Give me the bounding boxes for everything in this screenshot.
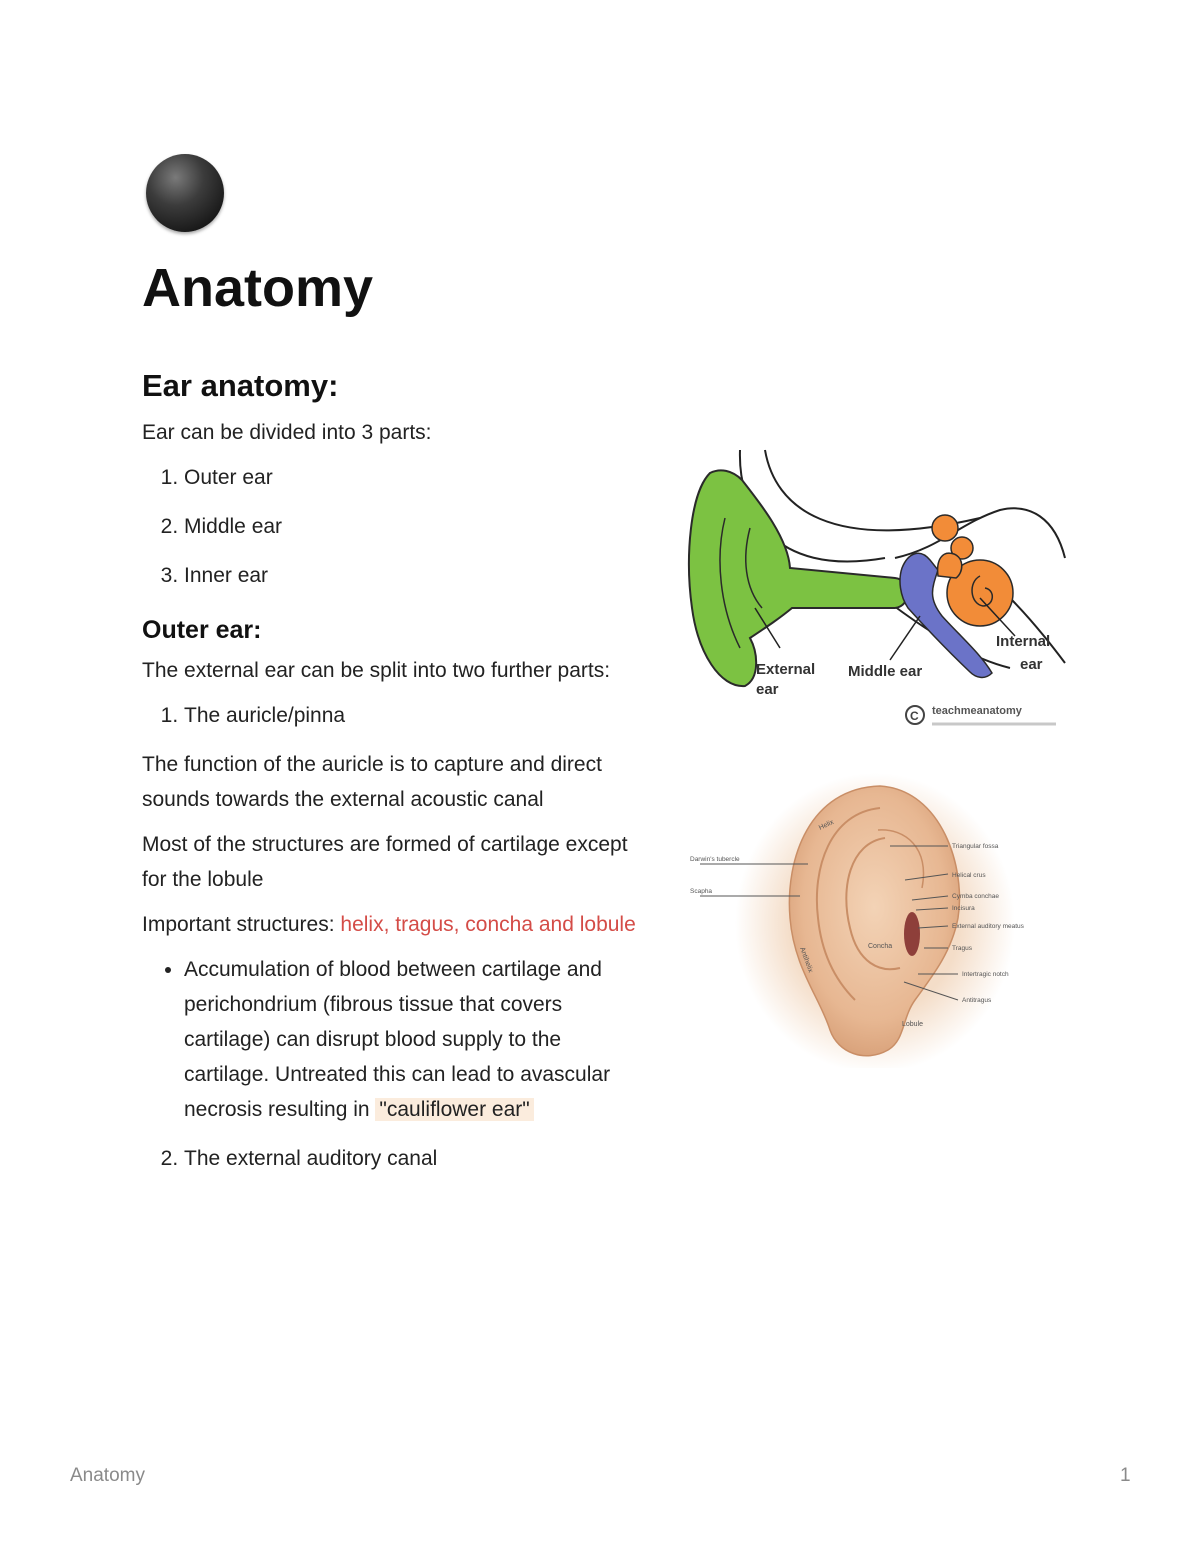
- label-internal-ear-2: ear: [1020, 656, 1043, 673]
- outer-ear-list-1: The auricle/pinna: [142, 698, 642, 733]
- brand-label: teachmeanatomy: [932, 705, 1023, 717]
- label-external-ear: External: [756, 661, 815, 678]
- important-structures-list: helix, tragus, concha and lobule: [340, 913, 636, 936]
- label-concha: Concha: [868, 943, 892, 950]
- svg-text:C: C: [910, 709, 919, 723]
- important-prefix: Important structures:: [142, 913, 341, 936]
- bullet-list: Accumulation of blood between cartilage …: [142, 952, 642, 1127]
- page-content: Ear anatomy: Ear can be divided into 3 p…: [142, 365, 642, 1190]
- outer-ear-intro: The external ear can be split into two f…: [142, 659, 611, 682]
- list-item: Inner ear: [184, 558, 642, 593]
- important-structures-paragraph: Important structures: helix, tragus, con…: [142, 907, 642, 942]
- label-external-auditory-meatus: External auditory meatus: [952, 923, 1025, 930]
- footer-title: Anatomy: [70, 1465, 145, 1486]
- label-external-ear-2: ear: [756, 681, 779, 698]
- list-item: Middle ear: [184, 509, 642, 544]
- label-tragus: Tragus: [952, 945, 973, 952]
- label-scapha: Scapha: [690, 888, 712, 895]
- label-darwins-tubercle: Darwin's tubercle: [690, 856, 740, 863]
- list-item: Accumulation of blood between cartilage …: [184, 952, 642, 1127]
- ear-parts-list: Outer ear Middle ear Inner ear: [142, 460, 642, 593]
- black-circle-icon: [146, 154, 224, 232]
- heading-ear-anatomy: Ear anatomy:: [142, 368, 339, 403]
- list-item: The auricle/pinna: [184, 698, 642, 733]
- copyright-icon: [905, 705, 925, 725]
- label-helical-crus: Helical crus: [952, 872, 986, 879]
- auricle-diagram: Helix Antihelix Concha Lobule Darwin's t…: [690, 773, 1025, 1068]
- list-item: Outer ear: [184, 460, 642, 495]
- highlight-cauliflower-ear: "cauliflower ear": [375, 1098, 534, 1121]
- heading-outer-ear: Outer ear:: [142, 616, 262, 644]
- ear-anatomy-intro: Ear can be divided into 3 parts:: [142, 421, 432, 444]
- label-antitragus: Antitragus: [962, 997, 992, 1004]
- ear-cross-section-diagram: External ear Middle ear Internal ear C t…: [688, 449, 1066, 726]
- bullet-text: Accumulation of blood between cartilage …: [184, 958, 611, 1121]
- label-internal-ear: Internal: [996, 633, 1050, 650]
- auricle-function-paragraph: The function of the auricle is to captur…: [142, 753, 602, 811]
- label-intertragic-notch: Intertragic notch: [962, 971, 1009, 978]
- footer-page-number: 1: [1120, 1465, 1131, 1486]
- label-lobule: Lobule: [902, 1021, 923, 1028]
- label-middle-ear: Middle ear: [848, 663, 922, 680]
- page-title: Anatomy: [142, 258, 374, 318]
- cartilage-paragraph: Most of the structures are formed of car…: [142, 833, 628, 891]
- label-incisura: Incisura: [952, 905, 975, 912]
- outer-ear-list-2: The external auditory canal: [142, 1141, 642, 1176]
- label-cymba-conchae: Cymba conchae: [952, 893, 999, 900]
- list-item: The external auditory canal: [184, 1141, 642, 1176]
- label-triangular-fossa: Triangular fossa: [952, 843, 999, 850]
